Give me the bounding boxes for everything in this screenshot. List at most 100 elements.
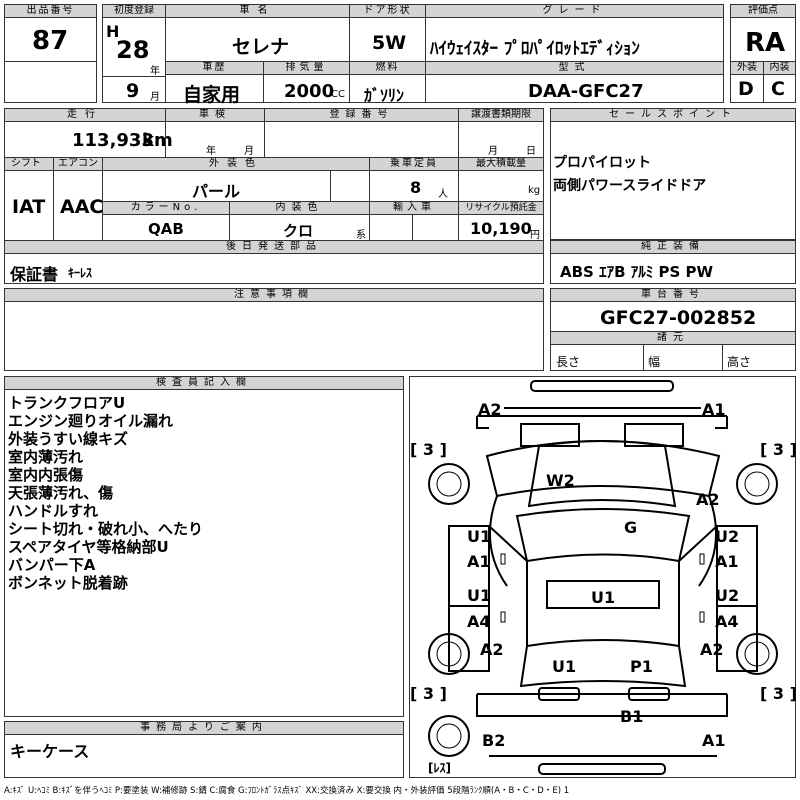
capacity-unit: 人 xyxy=(438,189,448,200)
color-no: QAB xyxy=(148,220,184,238)
damage-label: A2 xyxy=(700,640,724,659)
count-bracket: [ 3 ] xyxy=(760,684,797,703)
lot-extra-cell xyxy=(4,61,97,103)
inspector-line: ボンネット脱着跡 xyxy=(8,574,128,592)
int-color-unit: 系 xyxy=(356,230,366,241)
inspector-line: バンパー下A xyxy=(8,556,96,574)
year-unit: 年 xyxy=(150,66,160,77)
ac: AAC xyxy=(60,196,104,218)
car-name: セレナ xyxy=(232,36,290,58)
spec-divider-2 xyxy=(722,345,723,370)
car-name-header: 車名 xyxy=(165,4,350,18)
spec-header: 諸元 xyxy=(550,331,796,345)
count-bracket: [ 3 ] xyxy=(410,684,447,703)
office-header: 事務局よりご案内 xyxy=(4,721,404,735)
color: パール xyxy=(192,182,241,201)
inspector-line: 外装うすい線キズ xyxy=(8,430,129,448)
count-bracket: [ 3 ] xyxy=(410,440,447,459)
era: H xyxy=(106,22,120,41)
damage-label: B2 xyxy=(482,731,506,750)
score-header: 評価点 xyxy=(730,4,796,18)
inspector-line: スペアタイヤ等格納部U xyxy=(8,538,169,556)
sales-point-line-2: 両側パワースライドドア xyxy=(553,178,707,194)
notes-header: 注意事項欄 xyxy=(4,288,544,302)
damage-label: A1 xyxy=(467,552,491,571)
mileage: 113,933 xyxy=(72,130,154,151)
first-reg-month: 9 xyxy=(126,80,140,102)
damage-label: A4 xyxy=(467,612,491,631)
transfer-month-unit: 月 xyxy=(488,146,498,157)
capacity-header: 乗車定員 xyxy=(369,157,459,171)
year-month-divider xyxy=(102,76,166,77)
lot-header: 出品番号 xyxy=(4,4,97,18)
mileage-header: 走行 xyxy=(4,108,166,122)
damage-label: A1 xyxy=(702,731,726,750)
int-header: 内装 xyxy=(763,61,796,75)
model-header: 型式 xyxy=(425,61,724,75)
chassis-header: 車台番号 xyxy=(550,288,796,302)
inspection-header: 車検 xyxy=(165,108,265,122)
month-unit: 月 xyxy=(150,92,160,103)
inspector-header: 検査員記入欄 xyxy=(4,376,404,390)
sales-point-header: セールスポイント xyxy=(550,108,796,122)
shift: IAT xyxy=(12,196,46,218)
inspector-line: 室内内張傷 xyxy=(8,466,84,484)
first-reg-header: 初度登録 xyxy=(102,4,166,18)
damage-label: A4 xyxy=(715,612,739,631)
door-header: ドア形状 xyxy=(349,4,426,18)
load-unit: kg xyxy=(528,185,541,196)
displacement-unit: CC xyxy=(331,89,345,100)
length-label: 長さ xyxy=(556,355,581,369)
shift-header: シフト xyxy=(4,157,54,171)
damage-label: W2 xyxy=(546,471,575,490)
sales-point-line-1: プロパイロット xyxy=(553,155,651,171)
displacement-header: 排気量 xyxy=(263,61,350,75)
damage-label: A2 xyxy=(478,400,502,419)
spec-divider-1 xyxy=(643,345,644,370)
inspector-line: ハンドルすれ xyxy=(8,502,99,520)
damage-label: U1 xyxy=(552,657,577,676)
history-header: 車歴 xyxy=(165,61,264,75)
fuel: ｶﾞｿﾘﾝ xyxy=(364,86,405,105)
damage-label: U2 xyxy=(715,527,740,546)
first-reg-year: 28 xyxy=(116,36,150,64)
lot-number: 87 xyxy=(32,26,69,56)
count-bracket: [ 3 ] xyxy=(760,440,797,459)
inspector-line: トランクフロアU xyxy=(8,394,126,412)
damage-label: U2 xyxy=(715,586,740,605)
color-no-header: カラーNo. xyxy=(102,201,230,215)
ext-score: D xyxy=(738,78,754,100)
int-score: C xyxy=(771,78,785,100)
capacity: 8 xyxy=(410,178,422,197)
damage-label: A1 xyxy=(715,552,739,571)
overall-score: RA xyxy=(745,28,786,58)
color-header: 外装色 xyxy=(102,157,370,171)
spare-tire-less: [ﾚｽ] xyxy=(428,761,451,775)
later-parts-main: 保証書 xyxy=(10,265,59,284)
chassis-number: GFC27-002852 xyxy=(600,307,757,329)
damage-label: B1 xyxy=(620,707,644,726)
door-type: 5W xyxy=(372,32,407,54)
load-header: 最大積載量 xyxy=(458,157,544,171)
damage-label: U1 xyxy=(467,586,492,605)
later-parts-header: 後日発送部品 xyxy=(4,240,544,254)
damage-label: G xyxy=(624,518,638,537)
history: 自家用 xyxy=(183,84,241,106)
damage-label: P1 xyxy=(630,657,653,676)
recycle-deposit: 10,190 xyxy=(470,219,532,238)
damage-label: U1 xyxy=(591,588,616,607)
inspector-line: シート切れ・破れ小、へたり xyxy=(8,520,204,538)
int-color: クロ xyxy=(283,222,314,240)
inspector-line: 天張薄汚れ、傷 xyxy=(8,484,114,502)
inspection-month-unit: 月 xyxy=(244,146,254,157)
ac-header: エアコン xyxy=(53,157,103,171)
transfer-header: 譲渡書類期限 xyxy=(458,108,544,122)
grade: ﾊｲｳｪｲｽﾀｰ ﾌﾟﾛﾊﾟｲﾛｯﾄｴﾃﾞｨｼｮﾝ xyxy=(430,39,640,59)
fuel-header: 燃料 xyxy=(349,61,426,75)
legend: A:ｷｽﾞ U:ﾍｺﾐ B:ｷｽﾞを伴うﾍｺﾐ P:要塗装 W:補修跡 S:錆 … xyxy=(4,786,570,796)
damage-label: A1 xyxy=(702,400,726,419)
equipment-header: 純正装備 xyxy=(550,240,796,254)
color-subdivider xyxy=(330,171,331,201)
equipment: ABS ｴｱB ｱﾙﾐ PS PW xyxy=(560,263,714,281)
transfer-day-unit: 日 xyxy=(526,146,536,157)
